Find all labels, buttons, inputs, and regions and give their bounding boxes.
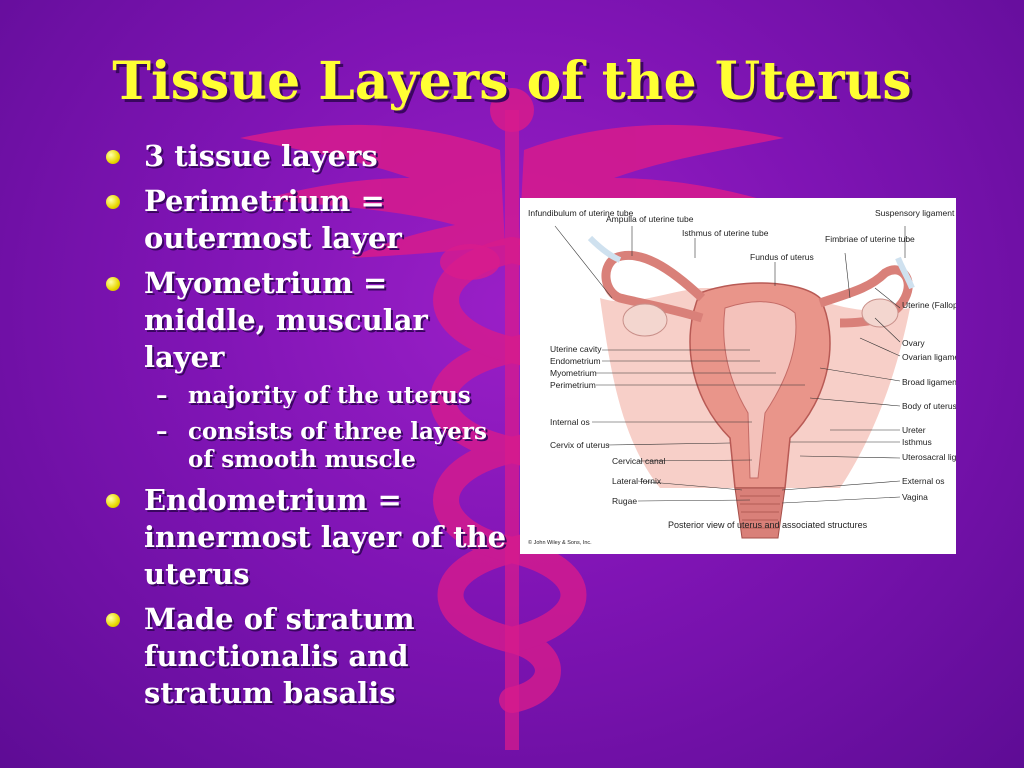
figure-copyright: © John Wiley & Sons, Inc. [528, 539, 592, 546]
sub-bullet-text: consists of three layers of smooth muscl… [188, 418, 487, 473]
label-uterine-tube: Uterine (Fallopian) tube [902, 300, 956, 310]
bullet-text: Made of stratum functionalis and stratum… [144, 602, 415, 710]
bullet-dot-icon [106, 277, 120, 291]
label-rugae: Rugae [612, 496, 637, 506]
label-perimetrium: Perimetrium [550, 380, 596, 390]
dash-icon: – [156, 382, 168, 409]
label-cervical-canal: Cervical canal [612, 456, 665, 466]
label-cervix: Cervix of uterus [550, 440, 610, 450]
bullet-item: Endometrium = innermost layer of the ute… [104, 482, 514, 593]
label-suspensory: Suspensory ligament [875, 208, 955, 218]
label-ovarian-ligament: Ovarian ligament [902, 352, 956, 362]
figure-caption: Posterior view of uterus and associated … [668, 520, 868, 530]
bullet-text: Endometrium = innermost layer of the ute… [144, 483, 507, 591]
bullet-dot-icon [106, 494, 120, 508]
label-uterosacral: Uterosacral ligament [902, 452, 956, 462]
bullet-dot-icon [106, 613, 120, 627]
label-internal-os: Internal os [550, 417, 590, 427]
bullet-item: 3 tissue layers [104, 138, 514, 175]
label-external-os: External os [902, 476, 945, 486]
sub-bullet-item: – consists of three layers of smooth mus… [144, 418, 514, 474]
label-ovary: Ovary [902, 338, 925, 348]
label-uterine-cavity: Uterine cavity [550, 344, 602, 354]
bullet-list: 3 tissue layers Perimetrium = outermost … [104, 138, 514, 720]
uterine-cavity-shape [723, 301, 797, 479]
sub-bullet-text: majority of the uterus [188, 382, 471, 409]
bullet-text: 3 tissue layers [144, 139, 378, 173]
right-ovary-shape [861, 298, 899, 328]
label-body-of-uterus: Body of uterus [902, 401, 956, 411]
label-ampulla: Ampulla of uterine tube [606, 214, 694, 224]
label-infundibulum: Infundibulum of uterine tube [528, 208, 634, 218]
bullet-item: Perimetrium = outermost layer [104, 183, 514, 257]
label-vagina: Vagina [902, 492, 928, 502]
label-isthmus: Isthmus [902, 437, 932, 447]
label-broad-ligament: Broad ligament [902, 377, 956, 387]
label-endometrium: Endometrium [550, 356, 601, 366]
sub-bullet-list: – majority of the uterus – consists of t… [144, 382, 514, 474]
label-isthmus-tube: Isthmus of uterine tube [682, 228, 769, 238]
label-ureter: Ureter [902, 425, 926, 435]
uterus-diagram: Infundibulum of uterine tube Ampulla of … [520, 198, 956, 554]
left-ovary-shape [622, 303, 668, 337]
bullet-dot-icon [106, 195, 120, 209]
sub-bullet-item: – majority of the uterus [144, 382, 514, 410]
label-fimbriae: Fimbriae of uterine tube [825, 234, 915, 244]
vagina-shape [734, 487, 786, 539]
bullet-dot-icon [106, 150, 120, 164]
bullet-item: Made of stratum functionalis and stratum… [104, 601, 514, 712]
bullet-text: Perimetrium = outermost layer [144, 184, 402, 255]
slide-title: Tissue Layers of the Uterus [112, 51, 912, 112]
dash-icon: – [156, 418, 168, 445]
bullet-text: Myometrium = middle, muscular layer [144, 266, 428, 374]
bullet-item: Myometrium = middle, muscular layer – ma… [104, 265, 514, 474]
left-tube-shape [601, 250, 706, 323]
label-myometrium: Myometrium [550, 368, 597, 378]
label-fundus: Fundus of uterus [750, 252, 814, 262]
label-lateral-fornix: Lateral fornix [612, 476, 662, 486]
